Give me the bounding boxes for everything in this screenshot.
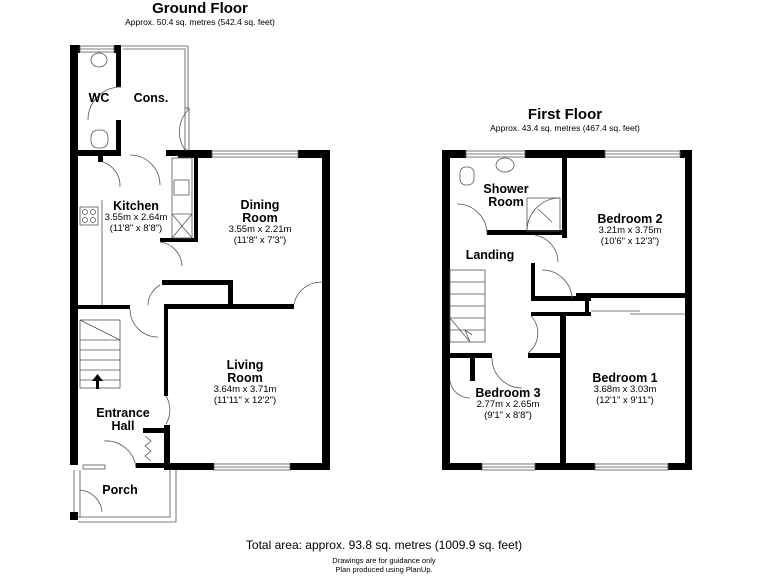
ground-floor-area: Approx. 50.4 sq. metres (542.4 sq. feet) <box>125 17 275 27</box>
room-bedroom-3-dims-ft: (9'1" x 8'8") <box>484 410 532 422</box>
room-living-name: Living <box>226 358 264 372</box>
room-shower: Shower Room <box>476 182 536 210</box>
room-bedroom-3: Bedroom 3 2.77m x 2.65m (9'1" x 8'8") <box>458 386 558 422</box>
room-dining-name: Dining <box>240 198 280 212</box>
room-porch-name: Porch <box>102 483 138 497</box>
room-living: Living Room 3.64m x 3.71m (11'11" x 12'2… <box>195 358 295 407</box>
room-bedroom-2-dims-m: 3.21m x 3.75m <box>598 225 662 237</box>
room-bedroom-1-dims-ft: (12'1" x 9'11") <box>596 395 654 407</box>
room-wc-name: WC <box>88 91 110 105</box>
room-dining: Dining Room 3.55m x 2.21m (11'8" x 7'3") <box>210 198 310 247</box>
room-entrance-hall: Entrance Hall <box>88 406 158 434</box>
room-shower-name2: Room <box>488 195 524 210</box>
room-kitchen-dims-ft: (11'8" x 8'8") <box>109 223 163 235</box>
first-floor-area: Approx. 43.4 sq. metres (467.4 sq. feet) <box>490 123 640 133</box>
room-bedroom-3-dims-m: 2.77m x 2.65m <box>476 399 540 411</box>
total-area: Total area: approx. 93.8 sq. metres (100… <box>245 538 523 552</box>
room-conservatory-name: Cons. <box>133 91 169 105</box>
room-conservatory: Cons. <box>126 91 176 105</box>
ground-floor-title: Ground Floor <box>152 0 248 17</box>
room-dining-dims-m: 3.55m x 2.21m <box>228 224 292 236</box>
first-floor-title: First Floor <box>527 106 603 123</box>
room-landing-name: Landing <box>465 248 515 262</box>
room-entrance-hall-name2: Hall <box>111 419 135 434</box>
room-kitchen: Kitchen 3.55m x 2.64m (11'8" x 8'8") <box>96 199 176 235</box>
room-wc: WC <box>84 91 114 105</box>
room-bedroom-2: Bedroom 2 3.21m x 3.75m (10'6" x 12'3") <box>580 212 680 248</box>
room-living-name2: Room <box>227 371 263 386</box>
room-bedroom-1-name: Bedroom 1 <box>592 371 658 385</box>
room-shower-name: Shower <box>483 182 529 196</box>
room-bedroom-2-name: Bedroom 2 <box>597 212 663 226</box>
room-porch: Porch <box>95 483 145 497</box>
guidance-note: Drawings are for guidance only <box>332 556 436 565</box>
room-living-dims-ft: (11'11" x 12'2") <box>213 395 277 407</box>
room-kitchen-name: Kitchen <box>113 199 159 213</box>
room-bedroom-1: Bedroom 1 3.68m x 3.03m (12'1" x 9'11") <box>575 371 675 407</box>
room-bedroom-3-name: Bedroom 3 <box>475 386 541 400</box>
planup-note: Plan produced using PlanUp. <box>335 565 433 574</box>
room-bedroom-1-dims-m: 3.68m x 3.03m <box>593 384 657 396</box>
room-dining-name2: Room <box>242 211 278 226</box>
room-kitchen-dims-m: 3.55m x 2.64m <box>104 212 168 224</box>
room-bedroom-2-dims-ft: (10'6" x 12'3") <box>600 236 660 248</box>
room-landing: Landing <box>460 248 520 262</box>
room-living-dims-m: 3.64m x 3.71m <box>213 384 277 396</box>
room-dining-dims-ft: (11'8" x 7'3") <box>233 235 287 247</box>
room-entrance-hall-name: Entrance <box>96 406 150 420</box>
